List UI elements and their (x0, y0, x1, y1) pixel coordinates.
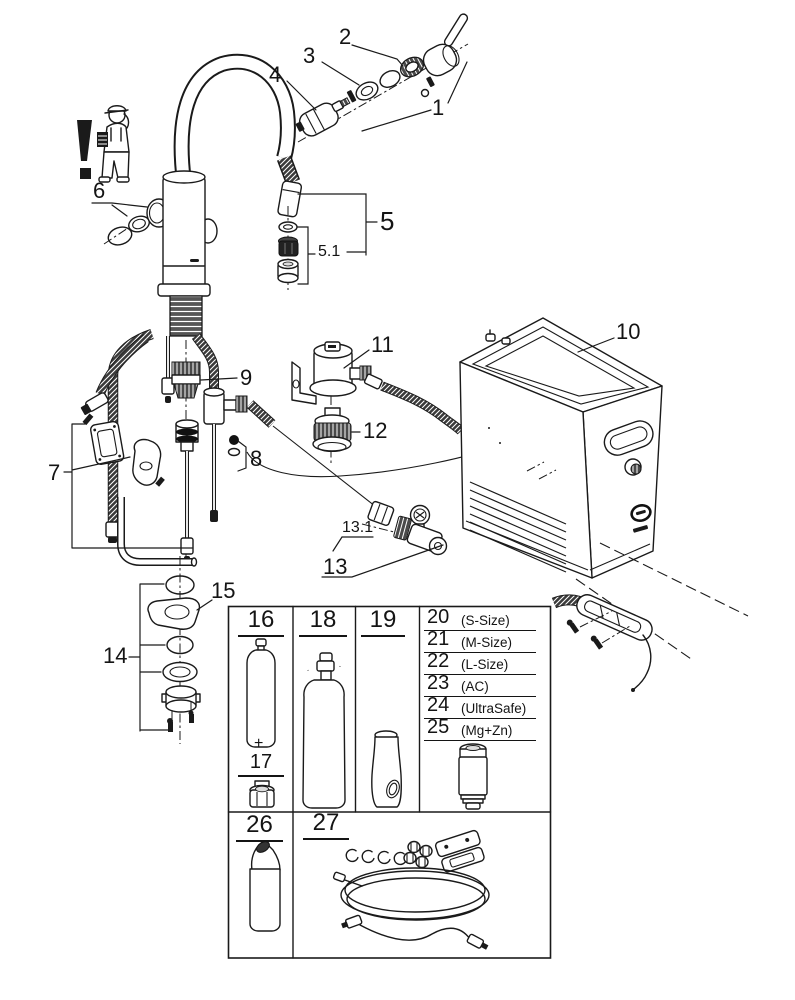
warning-exclamation-icon (77, 120, 92, 179)
spout-end-parts (276, 155, 303, 290)
escutcheon-part3 (355, 81, 379, 101)
handle-rings-part6 (107, 215, 150, 246)
o-ring-part2 (379, 70, 401, 88)
angle-valve-part13 (361, 500, 448, 556)
co2-bottle-part18 (302, 639, 346, 809)
mounting-clamp (434, 829, 485, 873)
installer-figure-icon (97, 105, 130, 183)
vent-grille (469, 481, 567, 573)
variant-number: 22 (427, 650, 450, 672)
callout-13: 13 (323, 554, 348, 579)
table-cell-18: 18 (299, 608, 347, 637)
filter-cartridge-part19 (371, 730, 402, 808)
callout-3: 3 (303, 43, 316, 68)
coupling (175, 419, 199, 565)
table-cell-26: 26 (236, 813, 283, 842)
variant-row-20: 20 (S-Size) (424, 606, 536, 631)
variant-number: 23 (427, 672, 450, 694)
filter-head-part11 (291, 341, 465, 435)
cartridge-part4 (295, 97, 351, 137)
stabilizer-plate-part15 (147, 597, 201, 630)
carry-handle-cutout (603, 420, 654, 456)
callout-8: 8 (250, 446, 263, 471)
variant-size: (S-Size) (461, 613, 510, 628)
push-fit-connectors (403, 840, 433, 869)
connection-cable (341, 914, 489, 950)
callout-5: 5 (380, 206, 395, 236)
mounting-stack (147, 556, 201, 744)
table-cell-19: 19 (361, 608, 405, 637)
callout-5-1: 5.1 (318, 243, 341, 260)
faucet-hoses (80, 329, 219, 543)
knurled-ring (399, 56, 425, 78)
callout-7: 7 (48, 460, 61, 485)
cooler-unit-part10 (459, 317, 663, 579)
variant-row-25: 25 (Mg+Zn) (424, 716, 536, 741)
service-kit-part27 (332, 829, 490, 950)
table-cell-17: 17 (238, 752, 284, 777)
variant-list: 20 (S-Size) 21 (M-Size) 22 (L-Size) 23 (… (424, 606, 536, 741)
variant-size: (Mg+Zn) (461, 723, 513, 738)
nut-part13-1 (367, 500, 395, 527)
hose-strap (551, 594, 653, 692)
callout-14: 14 (103, 643, 128, 668)
variant-row-21: 21 (M-Size) (424, 628, 536, 653)
callout-2: 2 (339, 24, 352, 49)
variant-number: 24 (427, 694, 450, 716)
faucet-drawing (103, 53, 296, 337)
brand-badge (630, 504, 652, 522)
variant-row-23: 23 (AC) (424, 672, 536, 697)
variant-row-24: 24 (UltraSafe) (424, 694, 536, 719)
check-valve-part9 (171, 361, 201, 399)
under-sink-parts (82, 340, 381, 567)
filter-cup-part12 (246, 396, 540, 478)
callout-13-1: 13.1 (342, 519, 374, 536)
leader-lines (63, 44, 615, 732)
tee-connector (203, 387, 381, 522)
callout-1: 1 (432, 95, 445, 120)
variant-size: (M-Size) (461, 635, 512, 650)
cleaning-bottle-part26 (249, 840, 281, 932)
adapter-part17 (249, 780, 275, 808)
variant-size: (L-Size) (461, 657, 509, 672)
callout-15: 15 (211, 578, 236, 603)
callout-10: 10 (616, 319, 641, 344)
parts-table-grid (227, 605, 552, 959)
callout-4: 4 (269, 62, 282, 87)
variant-row-22: 22 (L-Size) (424, 650, 536, 675)
plus-sign: + (254, 735, 264, 752)
cartridge-handle-exploded (295, 13, 469, 143)
holder-parts7 (82, 413, 198, 567)
table-cell-27: 27 (303, 811, 349, 840)
callout-11: 11 (371, 332, 394, 357)
variant-size: (AC) (461, 679, 489, 694)
variant-size: (UltraSafe) (461, 701, 527, 716)
hose-elbow-fitting (80, 392, 109, 415)
callout-12: 12 (363, 418, 388, 443)
variant-number: 25 (427, 716, 450, 738)
co2-cylinder-part16 (246, 638, 276, 748)
lever-handle-part1 (420, 13, 469, 98)
variant-number: 20 (427, 606, 450, 628)
callout-9: 9 (240, 365, 253, 390)
filter-cartridge-sizes-art (458, 743, 488, 810)
variant-number: 21 (427, 628, 450, 650)
callout-6: 6 (93, 178, 106, 203)
table-cell-16: 16 (238, 608, 284, 637)
screw-washer-part8 (227, 435, 241, 457)
coiled-hose (332, 867, 490, 921)
